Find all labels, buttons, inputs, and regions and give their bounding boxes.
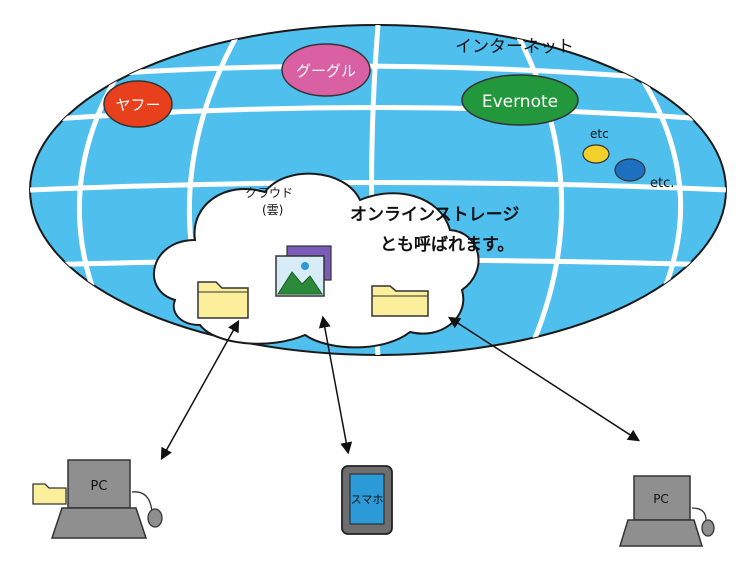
- etc-blue-dot: [614, 158, 646, 182]
- cloud-label: クラウド: [245, 186, 293, 200]
- google-label: グーグル: [296, 62, 356, 80]
- folder-icon: [32, 483, 67, 505]
- pc-left-monitor: [67, 459, 131, 509]
- image-icon: [275, 245, 332, 297]
- sync-arrow-right: [447, 316, 641, 442]
- evernote-label: Evernote: [482, 92, 558, 112]
- etc-yellow-dot: [582, 144, 610, 164]
- etc-small-label: etc: [590, 127, 609, 141]
- pc-left-keyboard: [50, 507, 148, 539]
- cloud-caption-line2: とも呼ばれます。: [380, 235, 514, 255]
- pc-right: PC: [618, 475, 715, 547]
- yahoo-label: ヤフー: [115, 96, 160, 114]
- sync-arrow-center: [318, 315, 353, 455]
- folder-icon: [197, 281, 249, 319]
- pc-right-label: PC: [653, 492, 669, 506]
- cloud-caption-line1: オンラインストレージ: [350, 205, 519, 225]
- smartphone: スマホ: [341, 465, 393, 535]
- evernote-bubble: Evernote: [461, 74, 579, 126]
- pc-right-keyboard: [618, 519, 704, 547]
- yahoo-bubble: ヤフー: [103, 80, 173, 128]
- internet-label: インターネット: [455, 37, 574, 57]
- etc-large-label: etc.: [650, 176, 674, 191]
- mouse-icon: [147, 508, 163, 528]
- sync-arrow-left: [160, 319, 240, 461]
- google-bubble: グーグル: [281, 43, 371, 97]
- folder-icon: [371, 285, 429, 317]
- pc-left: PC: [32, 459, 163, 539]
- smartphone-label: スマホ: [351, 493, 384, 506]
- pc-left-label: PC: [91, 479, 108, 494]
- cloud-label-kanji: (雲): [262, 203, 283, 217]
- mouse-icon: [701, 519, 715, 537]
